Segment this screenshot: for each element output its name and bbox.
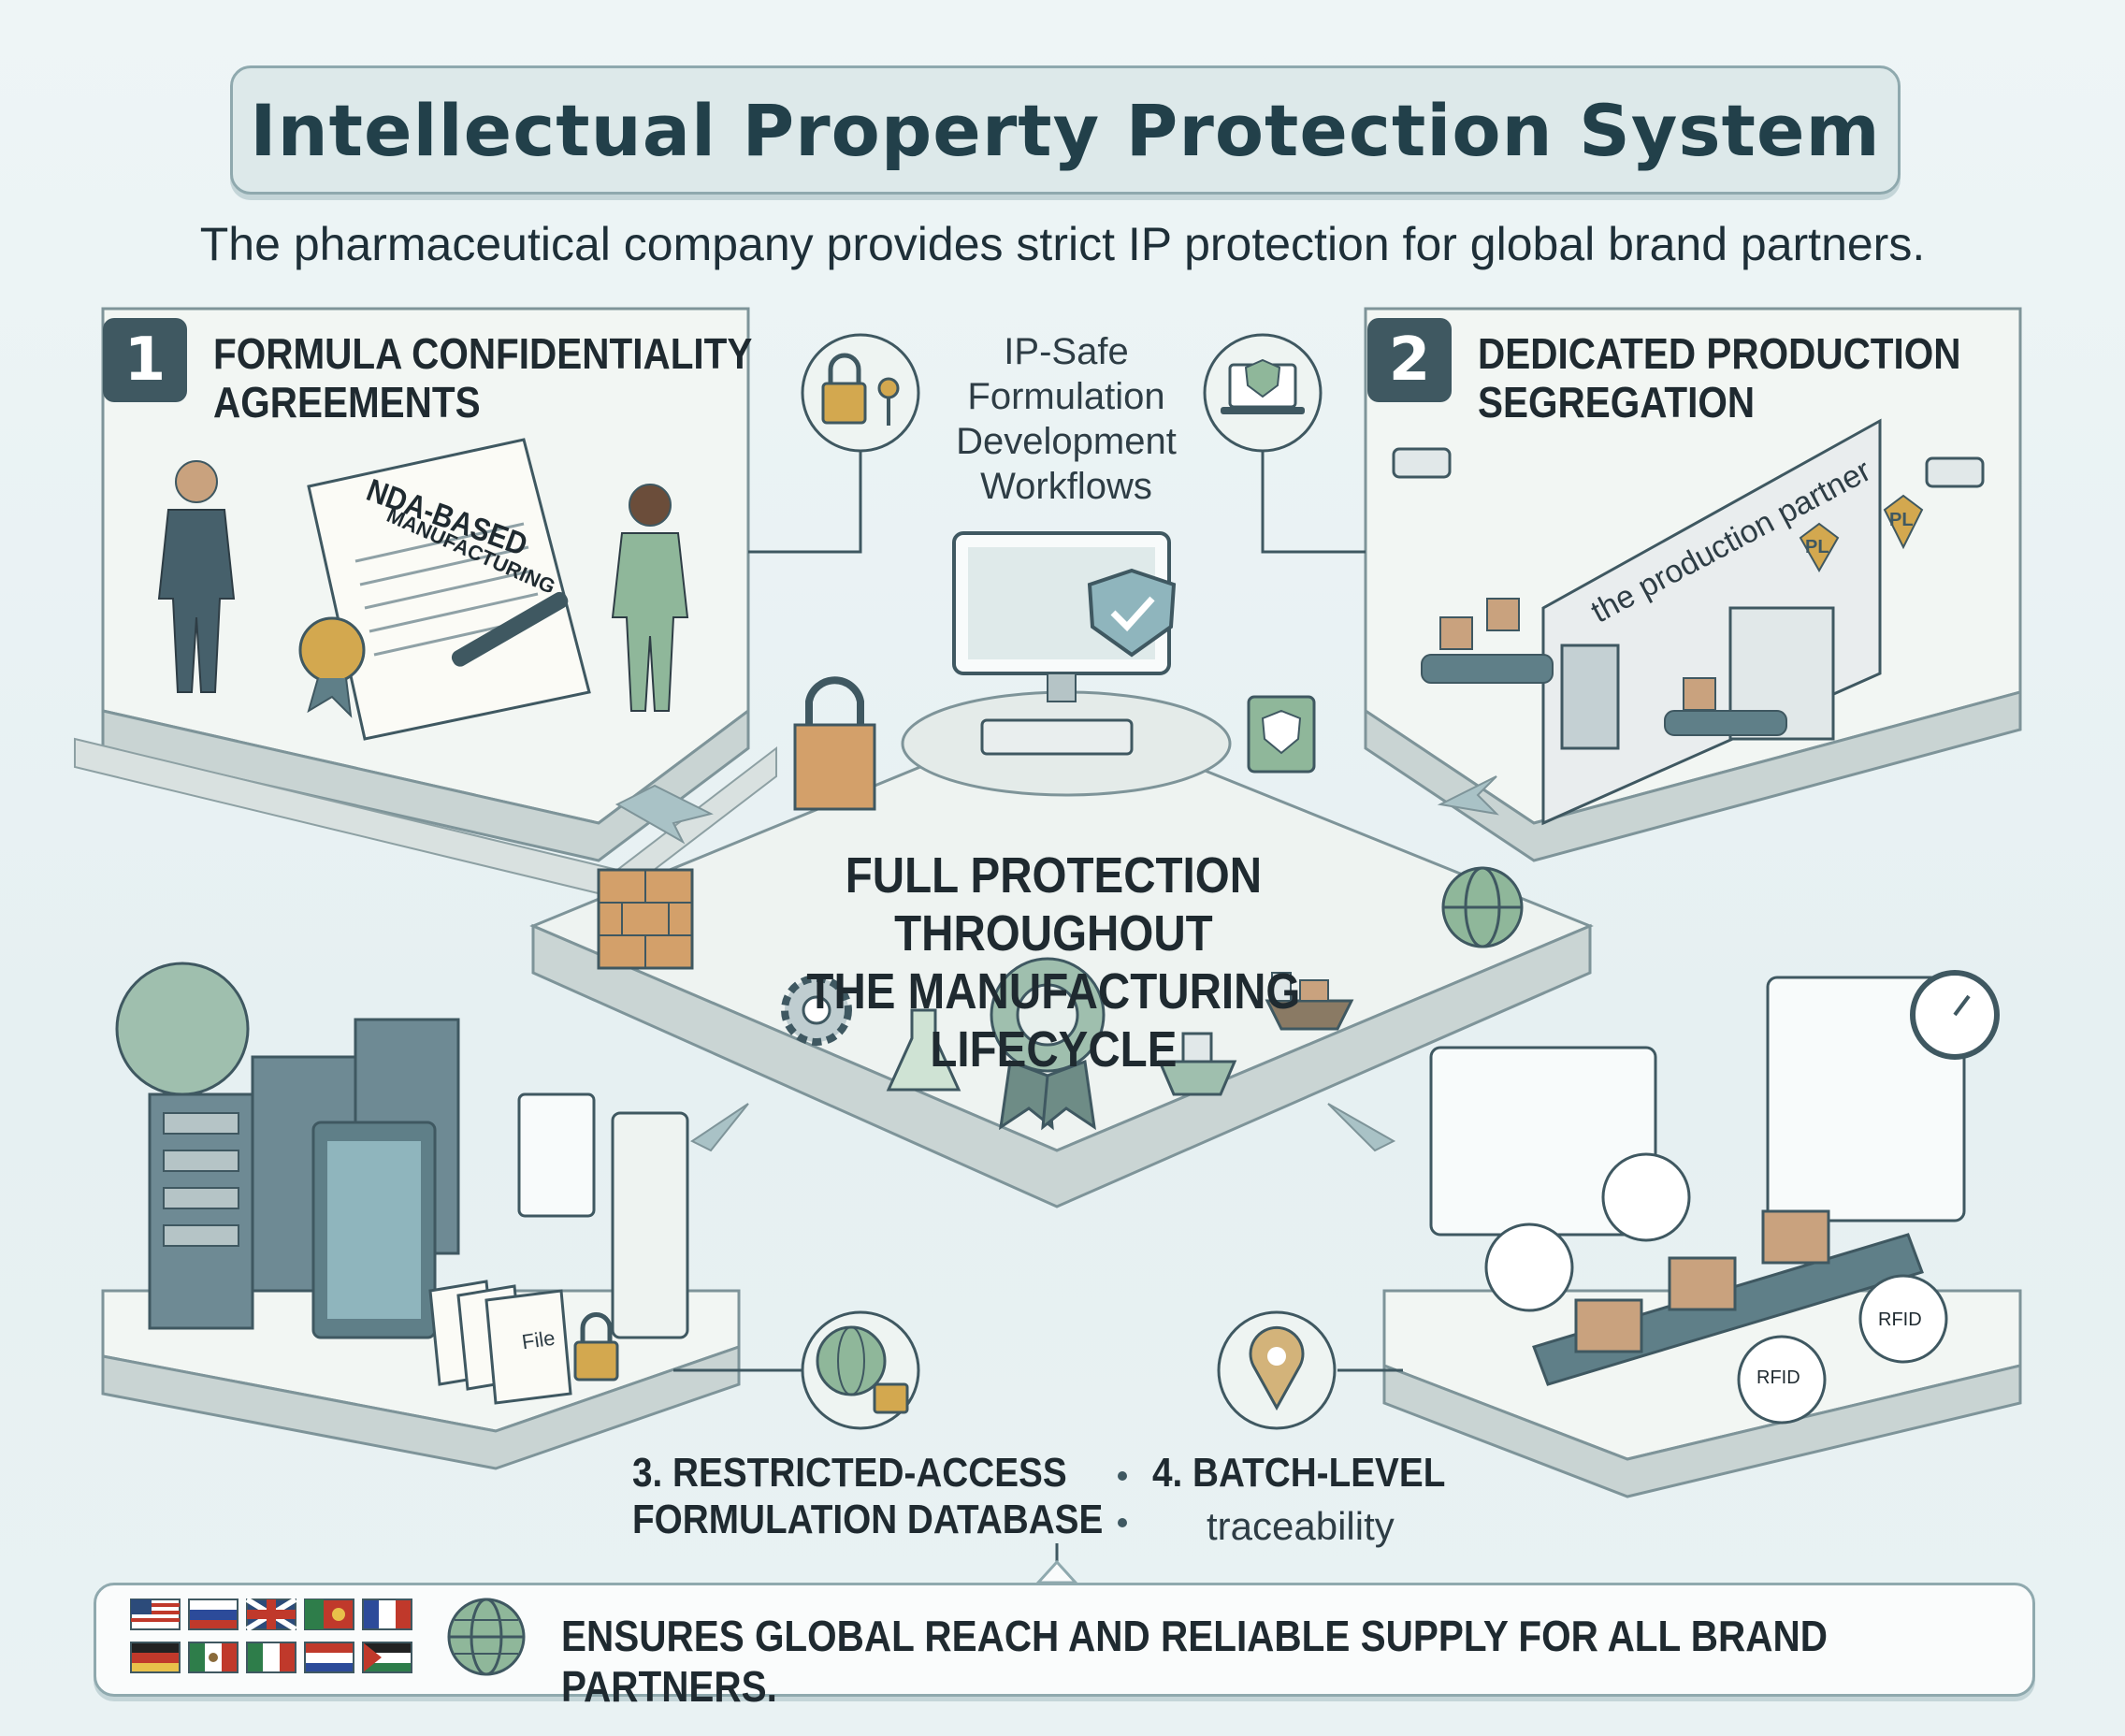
pl-badge-2: PL <box>1889 510 1914 530</box>
ip-safe-line4: Workflows <box>980 466 1152 507</box>
rfid-tag-2: RFID <box>1878 1309 1922 1330</box>
panel3-label: 3. RESTRICTED-ACCESS FORMULATION DATABAS… <box>632 1450 1103 1543</box>
flag-uk-icon <box>245 1597 297 1632</box>
panel2-heading-line1: DEDICATED PRODUCTION <box>1478 329 1961 378</box>
flag-russia-icon <box>188 1599 239 1630</box>
server-rack-illustration <box>115 962 689 1405</box>
location-pin-icon-bg <box>1217 1310 1337 1430</box>
footer-banner <box>94 1583 2035 1697</box>
rfid-tag-1: RFID <box>1756 1367 1800 1388</box>
title-banner: Intellectual Property Protection System <box>230 65 1901 195</box>
flag-italy-icon <box>246 1642 296 1673</box>
nda-document-illustration <box>298 438 591 741</box>
center-platform <box>529 709 1594 1208</box>
panel1-heading-line1: FORMULA CONFIDENTIALITY <box>213 329 753 378</box>
brick-wall-icon-bg <box>597 868 694 970</box>
footer-globe-icon <box>447 1598 526 1676</box>
panel2-heading: DEDICATED PRODUCTION SEGREGATION <box>1478 329 1961 427</box>
gear-icon-bg <box>781 975 852 1046</box>
lock-key-icon-bg <box>801 333 920 453</box>
panel3-label-line2: FORMULATION DATABASE <box>632 1497 1104 1542</box>
flag-france-icon <box>362 1599 412 1630</box>
panel3-label-line1: 3. RESTRICTED-ACCESS <box>632 1450 1067 1496</box>
pl-badge-1: PL <box>1805 537 1829 557</box>
traceability-illustration <box>1429 970 2000 1425</box>
flag-10-icon <box>362 1642 412 1673</box>
panel1-number-badge: 1 <box>103 318 187 402</box>
ip-safe-line3: Development <box>956 421 1177 462</box>
subtitle: The pharmaceutical company provides stri… <box>199 218 1926 270</box>
person-left-icon <box>157 460 236 693</box>
person-right-icon <box>611 484 689 712</box>
computer-illustration <box>901 531 1232 797</box>
shield-check-icon-bg <box>1247 695 1316 774</box>
production-line-illustration <box>1392 418 1985 826</box>
center-title-line1: FULL PROTECTION THROUGHOUT <box>845 847 1263 962</box>
footer-text: ENSURES GLOBAL REACH AND RELIABLE SUPPLY… <box>561 1612 1828 1711</box>
connector-lines <box>673 449 1403 1571</box>
flow-arrows <box>614 775 1499 1152</box>
ip-safe-line2: Formulation <box>967 376 1165 417</box>
center-title: FULL PROTECTION THROUGHOUT THE MANUFACTU… <box>720 846 1387 1078</box>
panel1-heading-line2: AGREEMENTS <box>213 378 481 427</box>
panel2-number-badge: 2 <box>1367 318 1452 402</box>
page-title: Intellectual Property Protection System <box>250 88 1881 172</box>
padlock-icon-bg <box>793 676 876 811</box>
flag-4-icon <box>304 1599 354 1630</box>
shield-laptop-icon-bg <box>1203 333 1323 453</box>
center-title-line2: THE MANUFACTURING LIFECYCLE <box>806 963 1301 1078</box>
country-flags <box>130 1597 412 1673</box>
award-ribbon-icon-bg <box>990 957 1106 1131</box>
file-label: File <box>520 1325 557 1354</box>
flag-usa-icon <box>130 1599 181 1630</box>
panel4-label-line2: traceability <box>1207 1504 1395 1548</box>
flag-germany-icon <box>130 1642 181 1673</box>
cargo-ship-icon-bg <box>1265 972 1354 1031</box>
panel4-label-line1: 4. BATCH-LEVEL <box>1152 1450 1446 1496</box>
ship-icon-bg <box>1157 1032 1237 1096</box>
panel1-heading: FORMULA CONFIDENTIALITY AGREEMENTS <box>213 329 752 427</box>
globe-icon-bg <box>1441 866 1524 948</box>
ip-safe-workflows-label: IP-Safe Formulation Development Workflow… <box>935 329 1197 509</box>
globe-lock-icon-bg <box>801 1310 920 1430</box>
flag-mexico-icon <box>188 1642 239 1673</box>
panel2-heading-line2: SEGREGATION <box>1478 378 1756 427</box>
flag-netherlands-icon <box>304 1642 354 1673</box>
flask-icon-bg <box>886 1008 961 1092</box>
ip-safe-line1: IP-Safe <box>1004 331 1129 372</box>
